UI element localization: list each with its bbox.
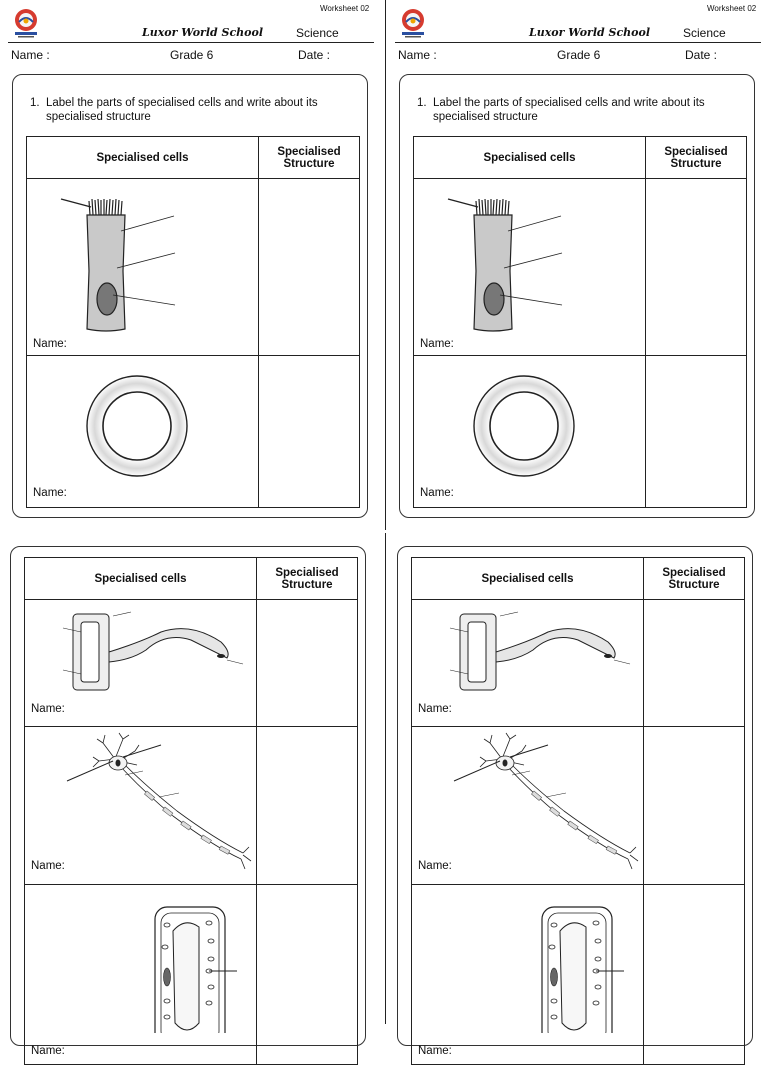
date-label: Date :: [298, 48, 331, 62]
cell-palisade: Name:: [411, 884, 644, 1065]
worksheet-left: Worksheet 02 Luxor World School Science …: [0, 0, 384, 1065]
school-name: Luxor World School: [529, 26, 651, 39]
structure-answer-cell[interactable]: [256, 726, 358, 885]
cell-root-hair: Name:: [411, 599, 644, 727]
school-logo: [402, 9, 424, 38]
structure-answer-cell[interactable]: [643, 726, 745, 885]
nerve-cell-diagram: [66, 732, 252, 870]
question-box: [399, 74, 755, 518]
cells-table-2: Specialised cells Specialised Structure …: [24, 557, 358, 1065]
cell-name-label: Name:: [31, 703, 65, 715]
structure-answer-cell[interactable]: [258, 178, 360, 356]
structure-answer-cell[interactable]: [645, 178, 747, 356]
cell-nerve: Name:: [411, 726, 644, 885]
grade-label: Grade 6: [170, 48, 214, 62]
student-name-label: Name :: [11, 48, 50, 62]
header-specialised-cells: Specialised cells: [26, 136, 259, 179]
red-blood-cell-diagram: [86, 375, 188, 477]
structure-answer-cell[interactable]: [258, 355, 360, 508]
header-specialised-structure: Specialised Structure: [645, 136, 747, 179]
school-name: Luxor World School: [142, 26, 264, 39]
subject: Science: [683, 26, 726, 40]
cell-ciliated: Name:: [26, 178, 259, 356]
cell-root-hair: Name:: [24, 599, 257, 727]
cell-palisade: Name:: [24, 884, 257, 1065]
question-number: 1.: [417, 97, 427, 109]
cell-name-label: Name:: [418, 1045, 452, 1057]
cell-name-label: Name:: [33, 338, 67, 350]
question-text: Label the parts of specialised cells and…: [46, 97, 318, 123]
header-specialised-structure: Specialised Structure: [643, 557, 745, 600]
cell-name-label: Name:: [420, 338, 454, 350]
cell-name-label: Name:: [31, 1045, 65, 1057]
header-specialised-cells: Specialised cells: [411, 557, 644, 600]
header-divider: [395, 42, 761, 43]
structure-answer-cell[interactable]: [256, 599, 358, 727]
header-specialised-cells: Specialised cells: [413, 136, 646, 179]
worksheet-header: Worksheet 02 Luxor World School Science …: [387, 0, 768, 70]
cell-name-label: Name:: [31, 860, 65, 872]
structure-answer-cell[interactable]: [256, 884, 358, 1065]
grade-label: Grade 6: [557, 48, 601, 62]
cell-name-label: Name:: [420, 487, 454, 499]
red-blood-cell-diagram: [473, 375, 575, 477]
root-hair-cell-diagram: [62, 611, 244, 691]
cell-red-blood: Name:: [26, 355, 259, 508]
ciliated-cell-diagram: [60, 198, 176, 332]
cell-red-blood: Name:: [413, 355, 646, 508]
cell-name-label: Name:: [418, 860, 452, 872]
palisade-cell-diagram: [541, 906, 624, 1033]
cell-name-label: Name:: [33, 487, 67, 499]
cells-table-1: Specialised cells Specialised Structure …: [26, 136, 360, 508]
subject: Science: [296, 26, 339, 40]
page-divider: [385, 0, 386, 530]
school-logo: [15, 9, 37, 38]
question-text: Label the parts of specialised cells and…: [433, 97, 705, 123]
structure-answer-cell[interactable]: [643, 599, 745, 727]
date-label: Date :: [685, 48, 718, 62]
root-hair-cell-diagram: [449, 611, 631, 691]
cell-name-label: Name:: [418, 703, 452, 715]
question-box: [12, 74, 368, 518]
cell-nerve: Name:: [24, 726, 257, 885]
worksheet-right: Worksheet 02 Luxor World School Science …: [387, 0, 768, 1065]
worksheet-number: Worksheet 02: [320, 4, 370, 13]
cell-ciliated: Name:: [413, 178, 646, 356]
page-divider: [385, 533, 386, 1024]
nerve-cell-diagram: [453, 732, 639, 870]
structure-answer-cell[interactable]: [643, 884, 745, 1065]
header-divider: [8, 42, 374, 43]
worksheet-header: Worksheet 02 Luxor World School Science …: [0, 0, 384, 70]
palisade-cell-diagram: [154, 906, 237, 1033]
ciliated-cell-diagram: [447, 198, 563, 332]
structure-answer-cell[interactable]: [645, 355, 747, 508]
header-specialised-cells: Specialised cells: [24, 557, 257, 600]
worksheet-number: Worksheet 02: [707, 4, 757, 13]
student-name-label: Name :: [398, 48, 437, 62]
cells-table-1: Specialised cells Specialised Structure …: [413, 136, 747, 508]
header-specialised-structure: Specialised Structure: [258, 136, 360, 179]
header-specialised-structure: Specialised Structure: [256, 557, 358, 600]
cells-table-2: Specialised cells Specialised Structure …: [411, 557, 745, 1065]
question-number: 1.: [30, 97, 40, 109]
